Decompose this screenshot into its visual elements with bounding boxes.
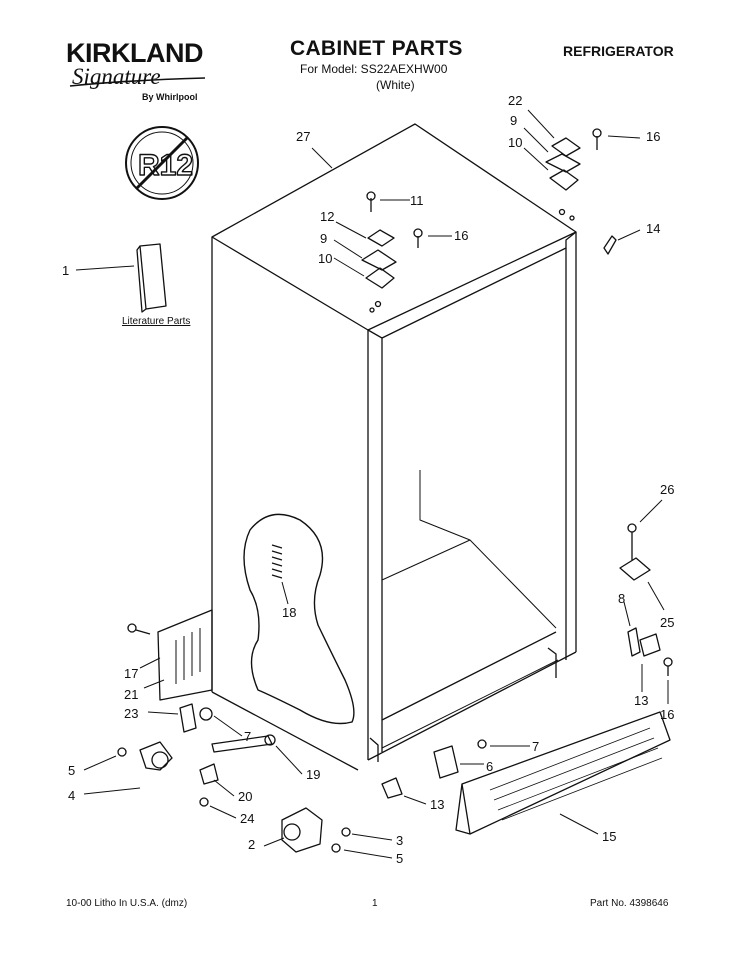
hinge-cap-icon (603, 235, 617, 255)
callout-20: 20 (238, 789, 253, 804)
bracket-13-lower-icon (381, 777, 403, 799)
callout-5-right: 5 (396, 851, 404, 866)
callout-7-left: 7 (244, 729, 252, 744)
category-label: REFRIGERATOR (563, 43, 674, 59)
brand-logo: KIRKLAND (66, 38, 204, 68)
callout-2: 2 (248, 837, 256, 852)
brand-by-line: By Whirlpool (142, 92, 198, 102)
screw-24-icon (199, 797, 209, 807)
callout-7-right: 7 (532, 739, 540, 754)
no-r12-icon: R12 (125, 126, 199, 200)
callout-16-top: 16 (646, 129, 661, 144)
toe-grille (455, 711, 671, 835)
callout-17: 17 (124, 666, 139, 681)
spring-icon (271, 544, 283, 579)
side-cutaway (243, 513, 355, 725)
callout-10-right: 10 (508, 135, 523, 150)
roller-2-icon (281, 807, 351, 853)
callout-23: 23 (124, 706, 139, 721)
r12-text: R12 (138, 149, 193, 182)
callout-13-lower: 13 (430, 797, 445, 812)
callout-24: 24 (240, 811, 255, 826)
brand-swoosh (69, 77, 206, 87)
callout-13-right: 13 (634, 693, 649, 708)
callout-14: 14 (646, 221, 661, 236)
callout-27: 27 (296, 129, 311, 144)
color-line: (White) (376, 78, 415, 92)
callout-18: 18 (282, 605, 297, 620)
model-line: For Model: SS22AEXHW00 (300, 62, 448, 76)
footer-part-number: Part No. 4398646 (590, 898, 669, 909)
callout-19: 19 (306, 767, 321, 782)
screw-7-left-icon (199, 707, 213, 721)
callout-9-right: 9 (510, 113, 518, 128)
bracket-6-icon (433, 739, 487, 779)
callout-6: 6 (486, 759, 494, 774)
callout-26: 26 (660, 482, 675, 497)
callout-11: 11 (410, 193, 424, 208)
callout-5-left: 5 (68, 763, 76, 778)
lower-hinge-right (619, 523, 673, 676)
top-hinge-right (545, 128, 602, 221)
callout-3: 3 (396, 833, 404, 848)
control-bracket (127, 609, 213, 701)
cabinet-body (211, 123, 577, 771)
callout-16-lower: 16 (660, 707, 675, 722)
callout-25: 25 (660, 615, 675, 630)
footer-litho: 10-00 Litho In U.S.A. (dmz) (66, 898, 188, 909)
callout-4: 4 (68, 788, 76, 803)
callout-16-mid: 16 (454, 228, 469, 243)
callout-9-left: 9 (320, 231, 328, 246)
literature-booklet-icon (136, 243, 167, 313)
callout-12: 12 (320, 209, 335, 224)
callout-8: 8 (618, 591, 626, 606)
callout-21: 21 (124, 687, 139, 702)
page-title: CABINET PARTS (290, 37, 463, 60)
callout-10-left: 10 (318, 251, 333, 266)
callout-15: 15 (602, 829, 617, 844)
callout-1: 1 (62, 263, 70, 278)
top-hinge-left (361, 191, 423, 313)
footer-page-number: 1 (372, 898, 378, 909)
callout-22: 22 (508, 93, 523, 108)
literature-parts-label: Literature Parts (122, 316, 191, 327)
bracket-23-icon (179, 703, 197, 733)
clip-20-icon (199, 763, 219, 785)
leveler-4-icon (117, 741, 173, 771)
tube-19-icon (211, 735, 273, 753)
